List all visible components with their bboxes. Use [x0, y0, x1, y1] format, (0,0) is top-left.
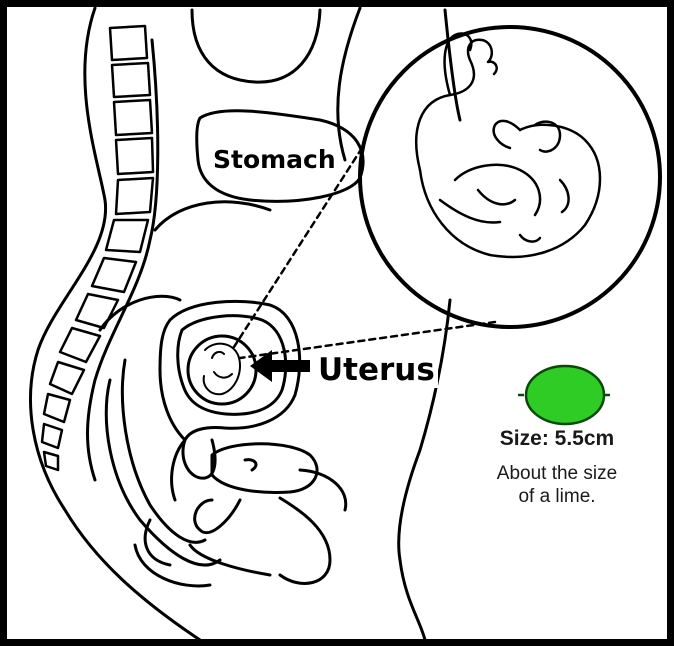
spine [42, 26, 153, 470]
size-comparison-line2: of a lime. [462, 486, 652, 509]
size-value: Size: 5.5cm [462, 427, 652, 451]
size-comparison-line1: About the size [462, 463, 652, 486]
bladder [212, 444, 317, 493]
size-info: Size: 5.5cm About the size of a lime. [462, 427, 652, 509]
upper-organ [192, 10, 320, 82]
chest-outline [445, 10, 460, 120]
magnified-view [360, 27, 660, 327]
stomach-label: Stomach [210, 145, 339, 174]
fetus-detail [416, 33, 600, 256]
uterus-label: Uterus [315, 353, 438, 388]
lime-icon [518, 366, 610, 424]
